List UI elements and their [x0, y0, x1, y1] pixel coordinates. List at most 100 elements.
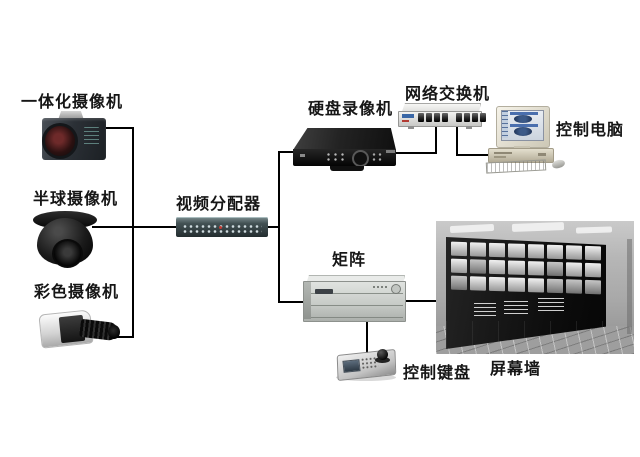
monitor-text-lines [504, 301, 528, 316]
wall-monitor [527, 261, 544, 276]
camera-mount-bracket [58, 111, 84, 120]
edge-matrix-keyboard [366, 320, 368, 353]
switch-ports [418, 113, 486, 122]
wall-monitor [451, 258, 468, 274]
label-network-switch: 网络交换机 [405, 86, 491, 103]
wall-monitor [489, 276, 506, 292]
ethernet-port [456, 113, 462, 122]
edge-switch-pc-v [456, 125, 458, 156]
desktop-case [488, 148, 554, 163]
ethernet-port [418, 113, 424, 122]
wall-monitor [584, 245, 601, 261]
ceiling-light [511, 222, 565, 232]
wall-monitor [584, 262, 601, 278]
wall-monitor [489, 242, 506, 258]
screen-titlebar [510, 112, 538, 115]
edge-bus-matrix [280, 301, 306, 303]
camera-lens [42, 123, 78, 159]
ethernet-port [464, 113, 470, 122]
label-control-pc: 控制电脑 [556, 122, 625, 139]
wall-monitor [527, 278, 544, 293]
ethernet-port [426, 113, 432, 122]
wall-monitor [508, 243, 525, 258]
keyboard-lcd [342, 359, 361, 373]
monitor-wall-photo [436, 221, 634, 354]
dvr-front-lip [330, 166, 364, 171]
edge-camera-bus-vertical [132, 127, 134, 338]
wall-monitor [508, 277, 525, 292]
switch-foot [408, 126, 414, 129]
edge-dvr-switch-v [435, 125, 437, 154]
wall-monitor [584, 279, 601, 295]
matrix-knob [391, 284, 401, 294]
label-video-distributor: 视频分配器 [176, 196, 262, 213]
monitor-grid [451, 241, 601, 295]
screen-video-thumbnail [514, 127, 532, 136]
screen-video-thumbnail [514, 115, 532, 123]
wall-monitor [565, 245, 582, 260]
edge-distributor-bus-vertical [278, 151, 280, 303]
wall-monitor [508, 260, 525, 275]
dvr-brand-logo [386, 150, 395, 153]
screen-titlebar [510, 124, 538, 127]
edge-switch-pc-h [456, 154, 489, 156]
dvr-buttons-left [325, 152, 347, 162]
room-corner-shadow [627, 239, 632, 334]
dvr-jog-dial [352, 150, 369, 167]
wall-monitor [470, 259, 487, 274]
edge-integrated-camera-bus [100, 127, 134, 129]
edge-color-camera-bus [113, 336, 134, 338]
wall-monitor [546, 244, 563, 260]
dome-lens [52, 239, 83, 268]
ethernet-port [442, 113, 448, 122]
switch-sticker [402, 120, 409, 122]
pc-keyboard [485, 159, 547, 174]
wall-monitor [565, 279, 582, 294]
drive-slot [494, 156, 506, 158]
monitor-text-lines [538, 298, 564, 313]
dvr-buttons-right [371, 152, 384, 162]
edge-matrix-screen-wall [402, 300, 444, 302]
ethernet-port [434, 113, 440, 122]
matrix-vent-dots [372, 285, 388, 289]
wall-monitor [546, 278, 563, 294]
wall-monitor [489, 259, 506, 275]
port-group-gap [450, 113, 454, 122]
monitor-text-lines [474, 303, 496, 318]
wall-monitor [565, 262, 582, 277]
ethernet-port [480, 113, 486, 122]
matrix-left-panel [304, 282, 311, 319]
switch-foot [466, 126, 472, 129]
distributor-led [219, 226, 222, 229]
wall-monitor [470, 242, 487, 257]
bullet-camera-lens-front [108, 325, 120, 339]
switch-brand-label [402, 114, 414, 118]
label-integrated-camera: 一体化摄像机 [21, 94, 124, 111]
edge-dome-camera-distributor [92, 226, 178, 228]
label-color-camera: 彩色摄像机 [34, 284, 120, 301]
dvr-power-led [300, 154, 305, 157]
wall-monitor [470, 276, 487, 291]
case-button [538, 153, 546, 156]
joystick-base [375, 357, 390, 363]
edge-distributor-bus [266, 226, 280, 228]
wall-monitor [546, 261, 563, 277]
matrix-brand-logo [315, 289, 333, 294]
dvr-top-face [293, 128, 396, 150]
edge-bus-dvr [280, 151, 294, 153]
wall-monitor [451, 241, 468, 257]
label-screen-wall: 屏幕墙 [490, 361, 542, 378]
joystick-ball [377, 349, 388, 360]
ceiling-light [575, 226, 613, 234]
ethernet-port [472, 113, 478, 122]
camera-side-label [84, 127, 99, 146]
wall-monitor [451, 275, 468, 291]
ceiling-light [449, 223, 495, 234]
label-matrix: 矩阵 [332, 252, 367, 269]
edge-dvr-switch-h [396, 152, 437, 154]
label-dome-camera: 半球摄像机 [33, 191, 119, 208]
screen-sidebar [502, 111, 508, 138]
matrix-panel-seams [304, 282, 403, 319]
label-control-keyboard: 控制键盘 [403, 365, 472, 382]
